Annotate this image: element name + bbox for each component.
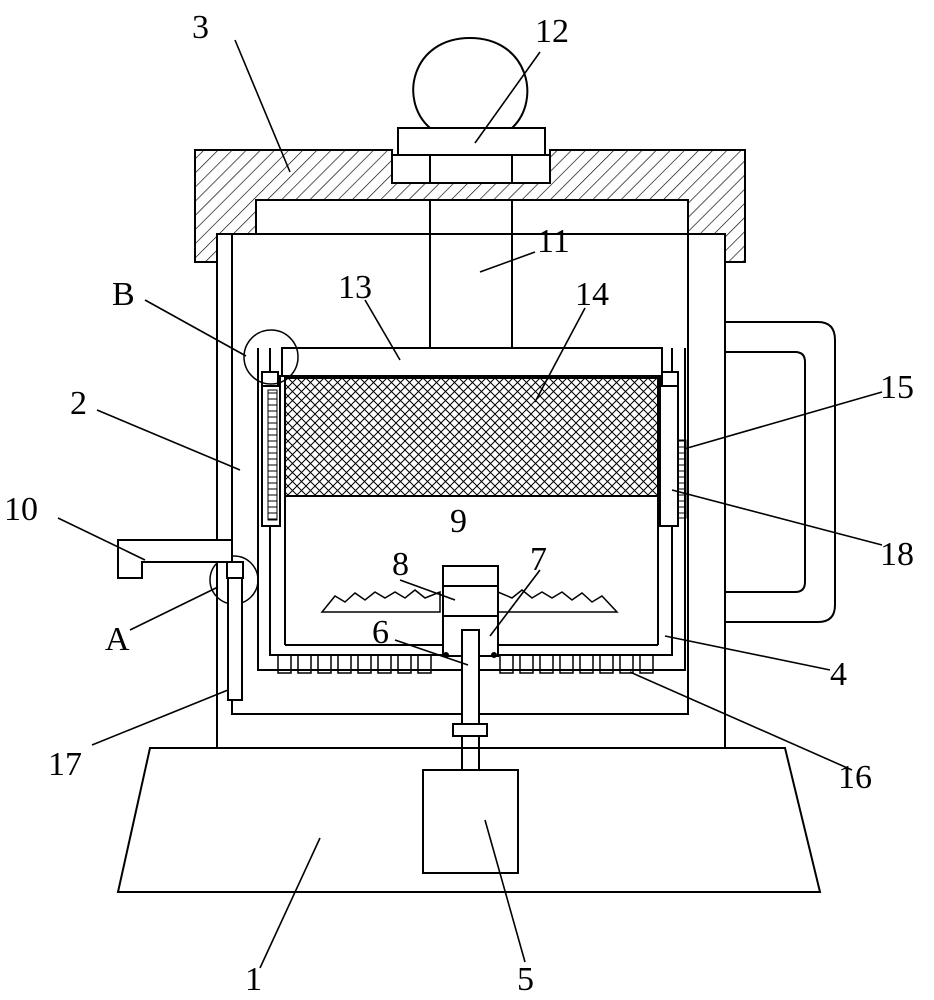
label-13: 13 bbox=[338, 269, 372, 306]
label-8: 8 bbox=[392, 546, 409, 583]
filter-mesh bbox=[284, 377, 659, 497]
label-16: 16 bbox=[838, 759, 872, 796]
right-strip-15 bbox=[677, 439, 687, 519]
side-handle bbox=[725, 321, 836, 623]
spout bbox=[117, 539, 233, 579]
coupling bbox=[452, 723, 488, 737]
label-17: 17 bbox=[48, 746, 82, 783]
right-slider bbox=[659, 375, 679, 527]
motor-8 bbox=[442, 585, 499, 617]
label-14: 14 bbox=[575, 276, 609, 313]
press-plate bbox=[281, 347, 663, 377]
label-11: 11 bbox=[537, 223, 570, 260]
label-2: 2 bbox=[70, 385, 87, 422]
leader-lines bbox=[57, 39, 883, 969]
label-b: B bbox=[112, 276, 135, 313]
left-strip bbox=[267, 389, 278, 521]
part-labels: 3 12 11 13 14 B 2 10 9 8 7 6 A 15 18 4 1… bbox=[4, 9, 914, 998]
label-1: 1 bbox=[245, 961, 262, 998]
pipe-17 bbox=[227, 564, 243, 701]
label-7: 7 bbox=[530, 541, 547, 578]
label-15: 15 bbox=[880, 369, 914, 406]
label-12: 12 bbox=[535, 13, 569, 50]
label-4: 4 bbox=[830, 656, 847, 693]
label-18: 18 bbox=[880, 536, 914, 573]
label-6: 6 bbox=[372, 614, 389, 651]
label-5: 5 bbox=[517, 961, 534, 998]
knob-handle bbox=[412, 36, 529, 129]
drain-holes bbox=[277, 654, 654, 674]
label-10: 10 bbox=[4, 491, 38, 528]
blade-right bbox=[497, 589, 619, 613]
cap-9 bbox=[442, 565, 499, 587]
motor-5 bbox=[422, 769, 519, 874]
knob-cap bbox=[397, 127, 546, 156]
label-3: 3 bbox=[192, 9, 209, 46]
label-a: A bbox=[105, 621, 130, 658]
knob-block bbox=[391, 154, 551, 184]
shaft-6 bbox=[461, 629, 480, 731]
detail-circle-b bbox=[243, 329, 299, 385]
label-9: 9 bbox=[450, 503, 467, 540]
inner-chamber bbox=[231, 233, 689, 715]
